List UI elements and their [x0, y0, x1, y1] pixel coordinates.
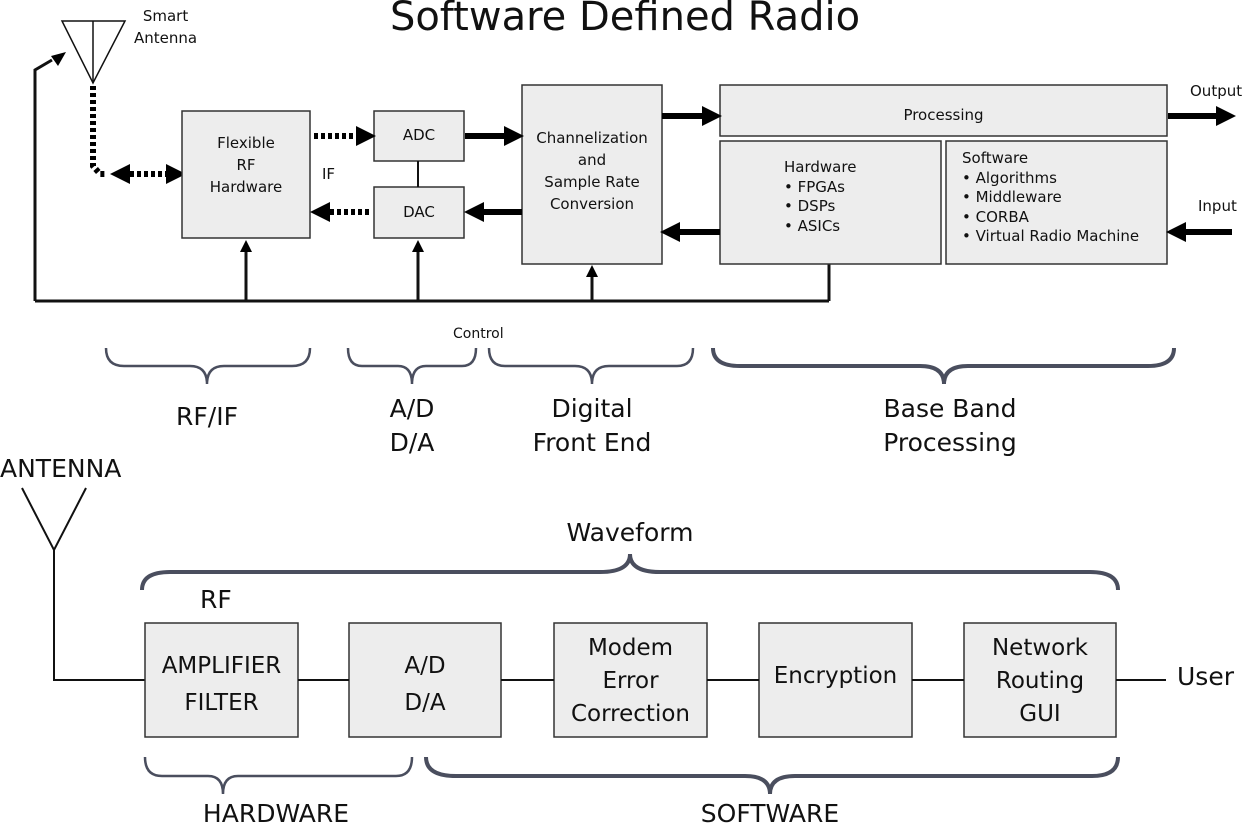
label-line: Antenna [134, 29, 198, 47]
processing-block [719, 84, 1168, 137]
rf-hardware-block [181, 110, 311, 239]
rf-hardware-label: Flexible RF Hardware [182, 132, 310, 198]
smart-antenna-label: Smart Antenna [134, 5, 197, 49]
page-title: Software Defined Radio [389, 0, 861, 40]
software-heading: Software [962, 149, 1029, 167]
list-item: • FPGAs [784, 177, 845, 196]
arrow-up-icon [51, 52, 66, 66]
dac-label: DAC [403, 203, 435, 221]
arrow-left-icon [110, 164, 130, 184]
hardware-list: Hardware • FPGAs • DSPs • ASICs [784, 158, 856, 236]
brace-base-band [711, 347, 1176, 385]
list-item: • CORBA [962, 207, 1029, 226]
list-item: • Middleware [962, 188, 1062, 206]
stage-label-rf-if: RF/IF [176, 402, 238, 431]
encryption-label: Encryption [773, 663, 898, 689]
label-line: Digital [551, 394, 633, 423]
label-line: Correction [571, 701, 690, 727]
encryption-block [758, 622, 913, 738]
arrow-left-icon [1166, 222, 1186, 242]
modem-label: Modem Error Correction [554, 632, 707, 731]
channelization-label: Channelization and Sample Rate Conversio… [522, 127, 662, 215]
arrow-right-icon [702, 106, 722, 126]
list-item: • ASICs [784, 216, 841, 235]
rf-label: RF [200, 585, 232, 614]
arrow-up-icon [412, 240, 424, 252]
antenna-feed-line [53, 550, 145, 681]
stage-label-digital-front-end: Digital Front End [492, 392, 692, 460]
input-label: Input [1198, 197, 1237, 215]
waveform-label: Waveform [566, 518, 694, 547]
hardware-block [719, 140, 942, 265]
label-line: Sample Rate [544, 173, 640, 191]
label-line: Base Band [883, 394, 1017, 423]
software-block [945, 140, 1168, 265]
stage-label-base-band: Base Band Processing [820, 392, 1080, 460]
modem-block [553, 622, 708, 738]
software-label: SOFTWARE [700, 799, 840, 828]
brace-digital-front-end [487, 347, 695, 385]
network-block [963, 622, 1117, 738]
arrow-up-icon [586, 265, 598, 277]
ad-da-label: A/D D/A [349, 648, 501, 722]
arrow-right-icon [1216, 106, 1236, 126]
arrow-right-icon [504, 126, 524, 146]
if-label: IF [322, 165, 336, 183]
brace-hardware [143, 756, 414, 795]
channelization-block [521, 84, 663, 265]
arrow-right-icon [356, 126, 376, 146]
label-line: Flexible [217, 134, 275, 152]
label-line: Conversion [549, 195, 635, 213]
software-list: Software • Algorithms • Middleware • COR… [962, 149, 1139, 247]
arrow-left-icon [660, 222, 680, 242]
label-line: RF [236, 156, 256, 174]
adc-label: ADC [402, 126, 436, 144]
amplifier-filter-block [144, 622, 299, 738]
label-line: Channelization [536, 129, 648, 147]
antenna-label: ANTENNA [0, 454, 122, 483]
label-line: Processing [883, 428, 1017, 457]
label-line: Hardware [209, 178, 283, 196]
antenna-icon [21, 487, 87, 553]
hardware-heading: Hardware [784, 158, 857, 176]
label-line: Smart [142, 7, 189, 25]
label-line: Front End [532, 428, 652, 457]
ad-da-block [348, 622, 502, 738]
list-item: • Algorithms [962, 168, 1057, 187]
user-label: User [1177, 662, 1234, 691]
hardware-label: HARDWARE [202, 799, 350, 828]
arrow-left-icon [464, 202, 484, 222]
brace-waveform [140, 553, 1120, 591]
label-line: AMPLIFIER [161, 653, 282, 679]
label-line: D/A [389, 428, 435, 457]
network-label: Network Routing GUI [964, 632, 1116, 731]
label-line: and [577, 151, 607, 169]
stage-label-ad-da: A/D D/A [352, 392, 472, 460]
brace-software [424, 756, 1120, 795]
label-line: A/D [404, 653, 446, 679]
list-item: • Virtual Radio Machine [962, 227, 1140, 245]
label-line: Routing [995, 668, 1085, 694]
control-bus-line [33, 58, 53, 301]
arrow-right-icon [166, 164, 186, 184]
label-line: GUI [1019, 701, 1061, 727]
output-label: Output [1190, 82, 1243, 100]
label-line: Error [602, 668, 659, 694]
arrow-left-icon [310, 202, 330, 222]
amplifier-filter-label: AMPLIFIER FILTER [145, 648, 298, 722]
brace-rf-if [104, 347, 312, 385]
arrow-up-icon [240, 240, 252, 252]
control-label: Control [453, 326, 504, 342]
processing-label: Processing [903, 106, 984, 124]
list-item: • DSPs [784, 197, 836, 215]
label-line: A/D [389, 394, 435, 423]
brace-ad-da [346, 347, 478, 385]
label-line: Modem [587, 635, 674, 661]
antenna-feed-line [90, 86, 106, 177]
label-line: D/A [404, 690, 446, 716]
label-line: Network [991, 635, 1089, 661]
smart-antenna-icon [60, 20, 127, 85]
label-line: FILTER [184, 690, 259, 716]
